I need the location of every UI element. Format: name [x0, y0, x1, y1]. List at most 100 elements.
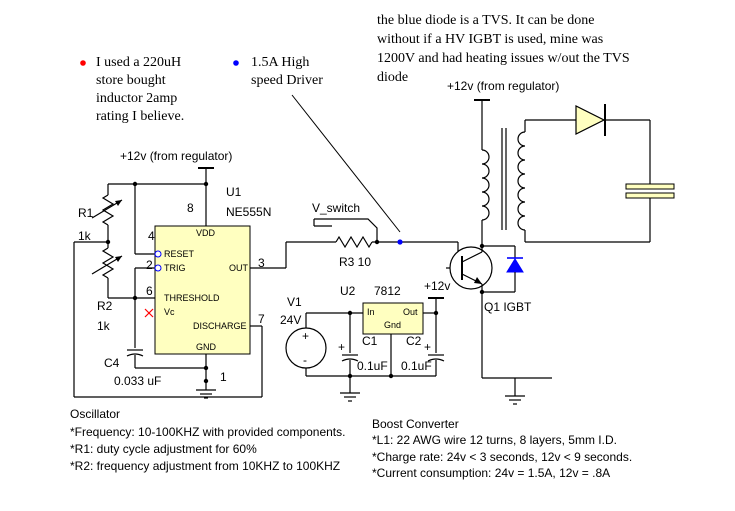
tvs-note-line: without if a HV IGBT is used, mine was	[377, 32, 603, 47]
r1-value: 1k	[78, 229, 92, 243]
supply-label-left: +12v (from regulator)	[120, 149, 232, 163]
driver-leader-line	[291, 94, 401, 233]
tvs-note: the blue diode is a TVS. It can be done …	[377, 13, 630, 85]
oscillator-line: *Frequency: 10-100KHZ with provided comp…	[70, 425, 345, 439]
pin-circle-icon	[154, 250, 162, 258]
igbt-arrow-icon	[474, 277, 482, 284]
pin-number: 2	[146, 258, 153, 272]
pin-name-gnd: GND	[196, 342, 217, 352]
junction-dot	[203, 365, 209, 371]
tvs-note-line: the blue diode is a TVS. It can be done	[377, 13, 594, 28]
q1-igbt[interactable]	[449, 246, 493, 290]
ground-icon	[340, 392, 360, 402]
ne555-ic[interactable]	[154, 225, 251, 355]
pin-name-vdd: VDD	[196, 228, 216, 238]
pin-number: 4	[148, 229, 155, 243]
u1-part-label: NE555N	[226, 205, 271, 219]
q1-label: Q1 IGBT	[484, 300, 532, 314]
output-diode[interactable]	[575, 105, 606, 135]
r3-label: R3 10	[339, 255, 371, 269]
r1-label: R1	[78, 206, 94, 220]
inductor-note-line: inductor 2amp	[96, 91, 177, 106]
c4-plate-curved	[126, 353, 144, 357]
tvs-diode[interactable]	[506, 258, 524, 273]
inductor-note: I used a 220uH store bought inductor 2am…	[80, 55, 184, 124]
driver-note: 1.5A High speed Driver	[233, 55, 323, 88]
r1-arrow-head-icon	[115, 200, 122, 206]
c1-label: C1	[362, 334, 378, 348]
output-cap-plate[interactable]	[625, 192, 675, 199]
output-cap-plate[interactable]	[625, 183, 675, 190]
driver-note-line: speed Driver	[251, 73, 323, 88]
c1-value: 0.1uF	[357, 359, 388, 373]
red-bullet-icon	[80, 60, 86, 66]
r2-arrow-head-icon	[115, 256, 122, 262]
vswitch-probe	[314, 218, 378, 240]
supply-label-right: +12v (from regulator)	[447, 79, 559, 93]
vswitch-label: V_switch	[312, 201, 360, 215]
r2-resistor[interactable]	[101, 247, 115, 279]
inductor-note-line: store bought	[96, 73, 166, 88]
pin-number: 3	[258, 256, 265, 270]
ground-icon	[196, 389, 216, 399]
v1-minus: -	[303, 353, 307, 367]
driver-note-line: 1.5A High	[251, 55, 309, 70]
no-connect-x-icon	[144, 308, 154, 318]
u2-pin-in: In	[367, 307, 375, 317]
c2-label: C2	[406, 334, 422, 348]
pin-name-threshold: THRESHOLD	[164, 293, 220, 303]
c1-polarity: +	[338, 340, 345, 354]
u2-ref-label: U2	[340, 284, 356, 298]
v1-plus: +	[302, 329, 309, 343]
pin-name-out: OUT	[229, 263, 249, 273]
r3-resistor[interactable]	[335, 235, 373, 249]
c4-label: C4	[104, 356, 120, 370]
junction-dot	[203, 378, 209, 384]
c2-value: 0.1uF	[401, 359, 432, 373]
boost-line: *Charge rate: 24v < 3 seconds, 12v < 9 s…	[372, 450, 632, 464]
oscillator-notes: Oscillator *Frequency: 10-100KHZ with pr…	[70, 407, 345, 473]
7812-regulator[interactable]	[362, 302, 424, 335]
oscillator-title: Oscillator	[70, 407, 120, 421]
l1-primary-coil[interactable]	[481, 149, 490, 221]
l1-secondary-coil[interactable]	[517, 131, 526, 231]
junction-dot	[388, 373, 394, 379]
c1-plate-curved	[341, 358, 359, 362]
v1-label: V1	[287, 295, 302, 309]
junction-dot	[203, 181, 209, 187]
boost-line: *Current consumption: 24v = 1.5A, 12v = …	[372, 466, 610, 480]
boost-title: Boost Converter	[372, 417, 459, 431]
pin-circle-icon	[154, 264, 162, 272]
inductor-note-line: I used a 220uH	[96, 55, 181, 70]
blue-bullet-icon	[233, 60, 239, 66]
tvs-note-line: 1200V and had heating issues w/out the T…	[377, 51, 630, 66]
oscillator-line: *R2: frequency adjustment from 10KHZ to …	[70, 459, 340, 473]
r1-resistor[interactable]	[101, 194, 115, 226]
pin-name-reset: RESET	[164, 249, 195, 259]
c4-value: 0.033 uF	[114, 374, 161, 388]
c2-plate-curved	[427, 358, 445, 362]
reg-out-label: +12v	[424, 279, 450, 293]
c2-polarity: +	[424, 340, 431, 354]
v1-value: 24V	[280, 313, 301, 327]
u2-part-label: 7812	[374, 284, 401, 298]
pin-number: 6	[146, 284, 153, 298]
u2-pin-out: Out	[403, 307, 418, 317]
pin-number: 8	[187, 201, 194, 215]
r2-value: 1k	[97, 319, 111, 333]
junction-dot	[433, 310, 439, 316]
igbt-collector-leg	[461, 251, 483, 263]
pin-name-trig: TRIG	[164, 263, 186, 273]
inductor-note-line: rating I believe.	[96, 109, 184, 124]
pin-name-vc: Vc	[164, 307, 175, 317]
ground-icon	[505, 395, 525, 405]
boost-notes: Boost Converter *L1: 22 AWG wire 12 turn…	[372, 417, 632, 480]
u1-ref-label: U1	[226, 185, 242, 199]
r2-label: R2	[97, 299, 113, 313]
boost-line: *L1: 22 AWG wire 12 turns, 8 layers, 5mm…	[372, 433, 617, 447]
pin-number: 1	[220, 370, 227, 384]
tvs-note-line: diode	[377, 70, 408, 85]
pin-name-discharge: DISCHARGE	[193, 321, 247, 331]
u2-pin-gnd: Gnd	[384, 320, 401, 330]
